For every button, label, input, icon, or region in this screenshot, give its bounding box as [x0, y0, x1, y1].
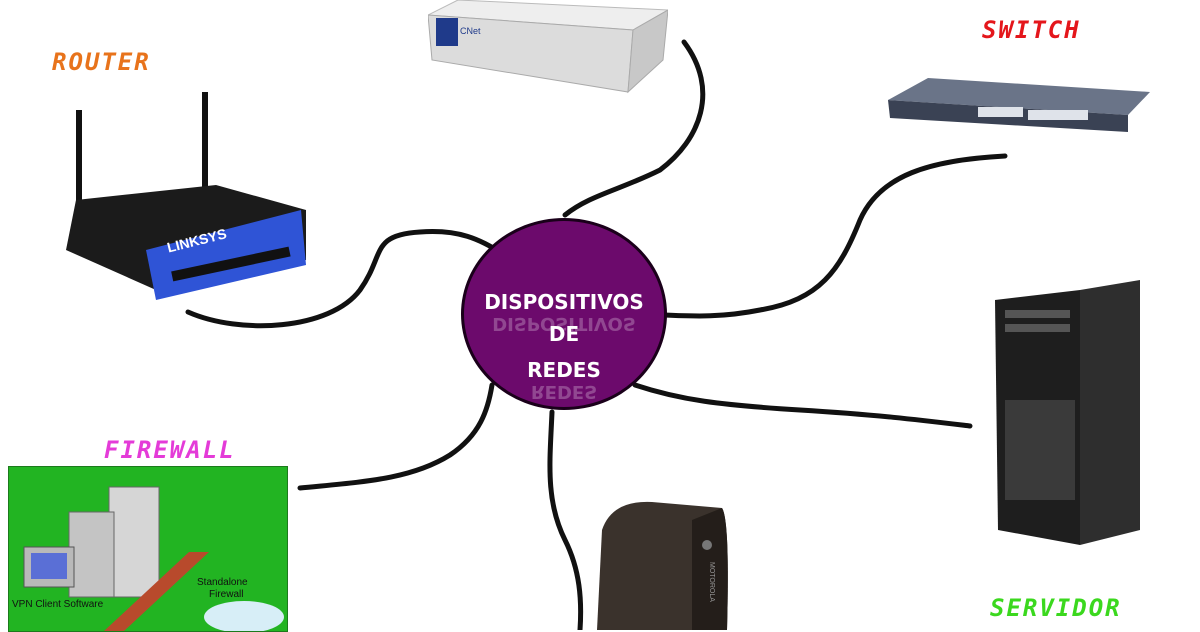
network-hub-image: CNet	[428, 0, 668, 94]
firewall-caption-vpn: VPN Client Software	[12, 599, 104, 610]
cable-modem-image: MOTOROLA	[597, 501, 728, 630]
firewall-caption-firewall: Firewall	[209, 589, 244, 600]
hub-line-1: DISPOSITIVOS	[484, 290, 644, 314]
firewall-label: FIREWALL	[104, 436, 236, 464]
central-hub: DISPOSITIVOS DISPOSITIVOS DE REDES REDES	[461, 218, 667, 410]
switch-image	[888, 78, 1150, 132]
hub-line-3-reflection: REDES	[530, 381, 598, 402]
firewall-image: VPN Client Software Standalone Firewall	[8, 466, 288, 632]
wire-switch	[662, 153, 1008, 319]
wire-modem	[547, 409, 584, 630]
firewall-illustration	[23, 486, 284, 631]
hub-line-2: DE	[548, 322, 580, 346]
hub-device-brand: CNet	[460, 26, 481, 36]
wire-router	[185, 229, 503, 329]
hub-line-3: REDES	[527, 358, 601, 382]
router-image: LINKSYS	[66, 92, 306, 300]
modem-brand: MOTOROLA	[708, 562, 715, 602]
wire-servidor	[632, 382, 973, 429]
firewall-caption-standalone: Standalone	[197, 577, 248, 588]
wire-firewall	[297, 382, 495, 491]
wire-top-device	[562, 39, 706, 218]
server-image	[995, 280, 1140, 545]
servidor-label: SERVIDOR	[990, 594, 1122, 622]
switch-label: SWITCH	[982, 16, 1081, 44]
router-label: ROUTER	[52, 48, 151, 76]
